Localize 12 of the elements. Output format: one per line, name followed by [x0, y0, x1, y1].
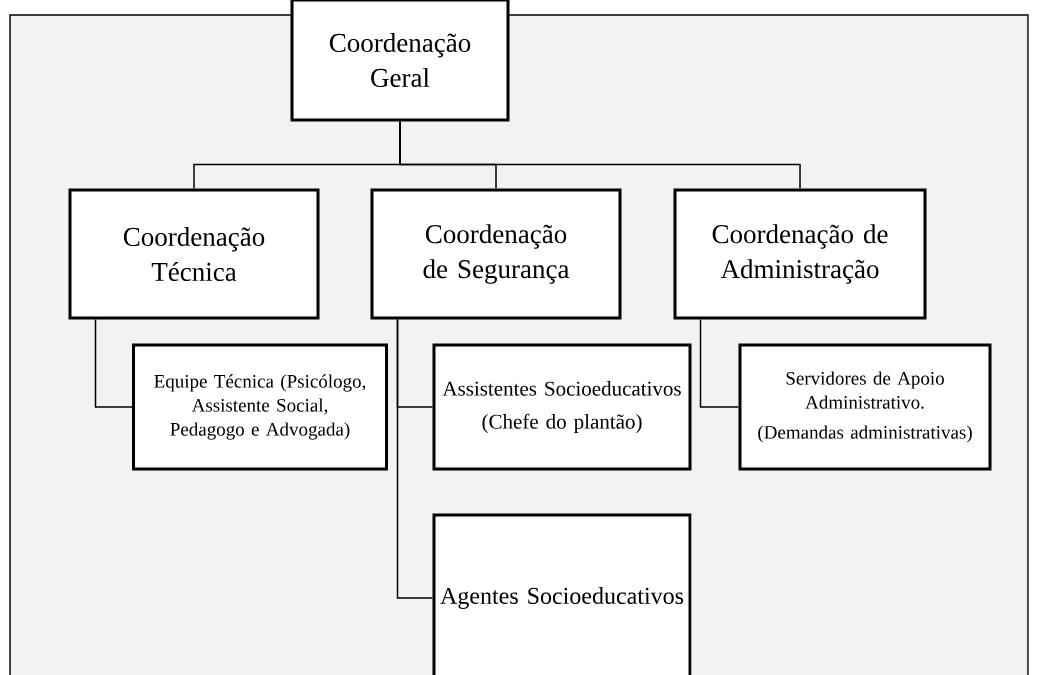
connector-line: [396, 318, 434, 599]
connector-line: [699, 318, 740, 408]
org-box: Assistentes Socioeducativos (Chefe do plantão): [432, 343, 692, 471]
org-box: Equipe Técnica (Psicólogo, Assistente Social, Pedagogo e Advogada): [132, 343, 388, 471]
org-box: Coordenação Técnica: [68, 188, 320, 320]
connector-line: [399, 120, 801, 190]
org-box: Agentes Socioeducativos: [432, 513, 692, 675]
connector-line: [94, 318, 133, 408]
org-box: Coordenação de Administração: [673, 188, 927, 320]
org-box: Servidores de Apoio Administrativo. (Demandas administrativas): [738, 343, 992, 471]
org-box: Coordenação de Segurança: [370, 188, 622, 320]
org-box: Coordenação Geral: [290, 0, 510, 122]
